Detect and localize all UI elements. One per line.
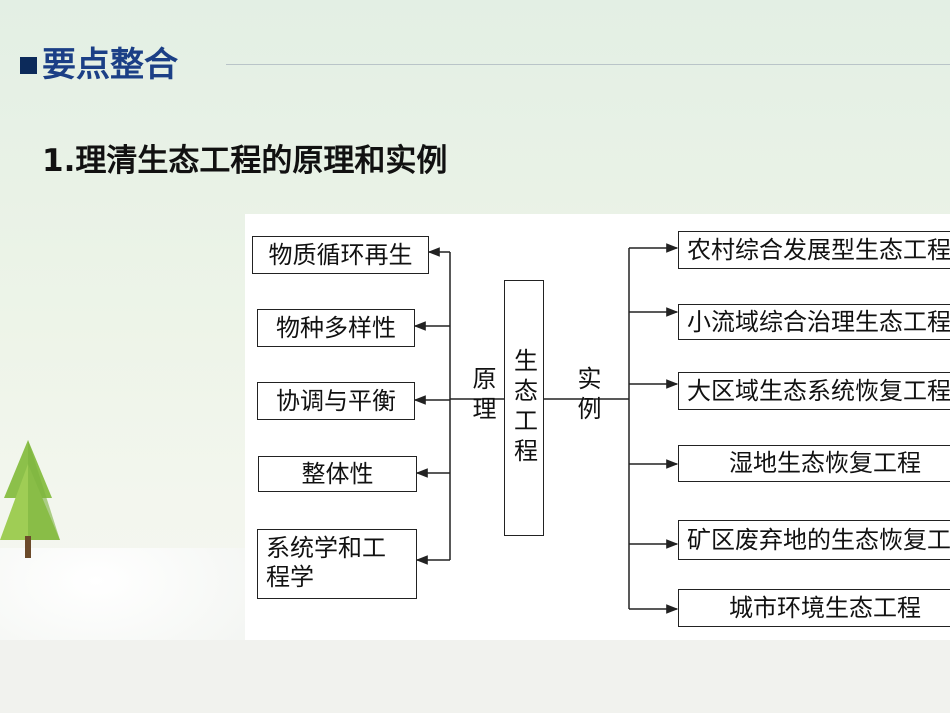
connector-lines <box>413 243 679 614</box>
principle-label: 物质循环再生 <box>268 240 413 269</box>
example-box: 湿地生态恢复工程 <box>678 445 950 482</box>
header-title: 要点整合 <box>42 45 178 85</box>
example-group-label: 实例 <box>573 366 601 426</box>
header-divider <box>226 64 950 65</box>
center-label: 生态工程 <box>509 348 538 468</box>
example-label: 城市环境生态工程 <box>729 593 921 622</box>
example-label: 矿区废弃地的生态恢复工程 <box>687 525 950 554</box>
principle-label-vertical: 原理 <box>465 366 500 430</box>
principle-box: 物质循环再生 <box>252 236 429 274</box>
center-box: 生态工程 <box>504 280 544 536</box>
example-box: 城市环境生态工程 <box>678 589 950 627</box>
principle-label: 协调与平衡 <box>276 386 396 415</box>
principle-label: 物种多样性 <box>276 313 396 342</box>
tree-decoration <box>0 440 60 558</box>
principle-box: 物种多样性 <box>257 309 415 347</box>
example-box: 小流域综合治理生态工程 <box>678 304 950 340</box>
example-label: 农村综合发展型生态工程 <box>687 235 950 264</box>
header-bullet-icon <box>20 57 37 74</box>
example-label: 大区域生态系统恢复工程 <box>687 376 950 405</box>
concept-diagram: 物质循环再生 物种多样性 协调与平衡 整体性 系统学和工程学 原理 实例 生态工… <box>245 214 950 640</box>
principle-group-label: 原理 <box>468 366 496 426</box>
example-box: 农村综合发展型生态工程 <box>678 231 950 269</box>
principle-box: 系统学和工程学 <box>257 529 417 599</box>
example-box: 大区域生态系统恢复工程 <box>678 372 950 410</box>
principle-label: 整体性 <box>301 459 374 488</box>
example-label: 湿地生态恢复工程 <box>729 449 921 478</box>
bottom-band <box>0 640 950 713</box>
principle-box: 整体性 <box>258 456 417 492</box>
principle-label: 系统学和工程学 <box>266 534 386 591</box>
example-label-vertical: 实例 <box>570 366 605 430</box>
example-label: 小流域综合治理生态工程 <box>687 307 950 336</box>
section-title: 1.理清生态工程的原理和实例 <box>42 143 448 179</box>
example-box: 矿区废弃地的生态恢复工程 <box>678 520 950 560</box>
principle-box: 协调与平衡 <box>257 382 415 420</box>
